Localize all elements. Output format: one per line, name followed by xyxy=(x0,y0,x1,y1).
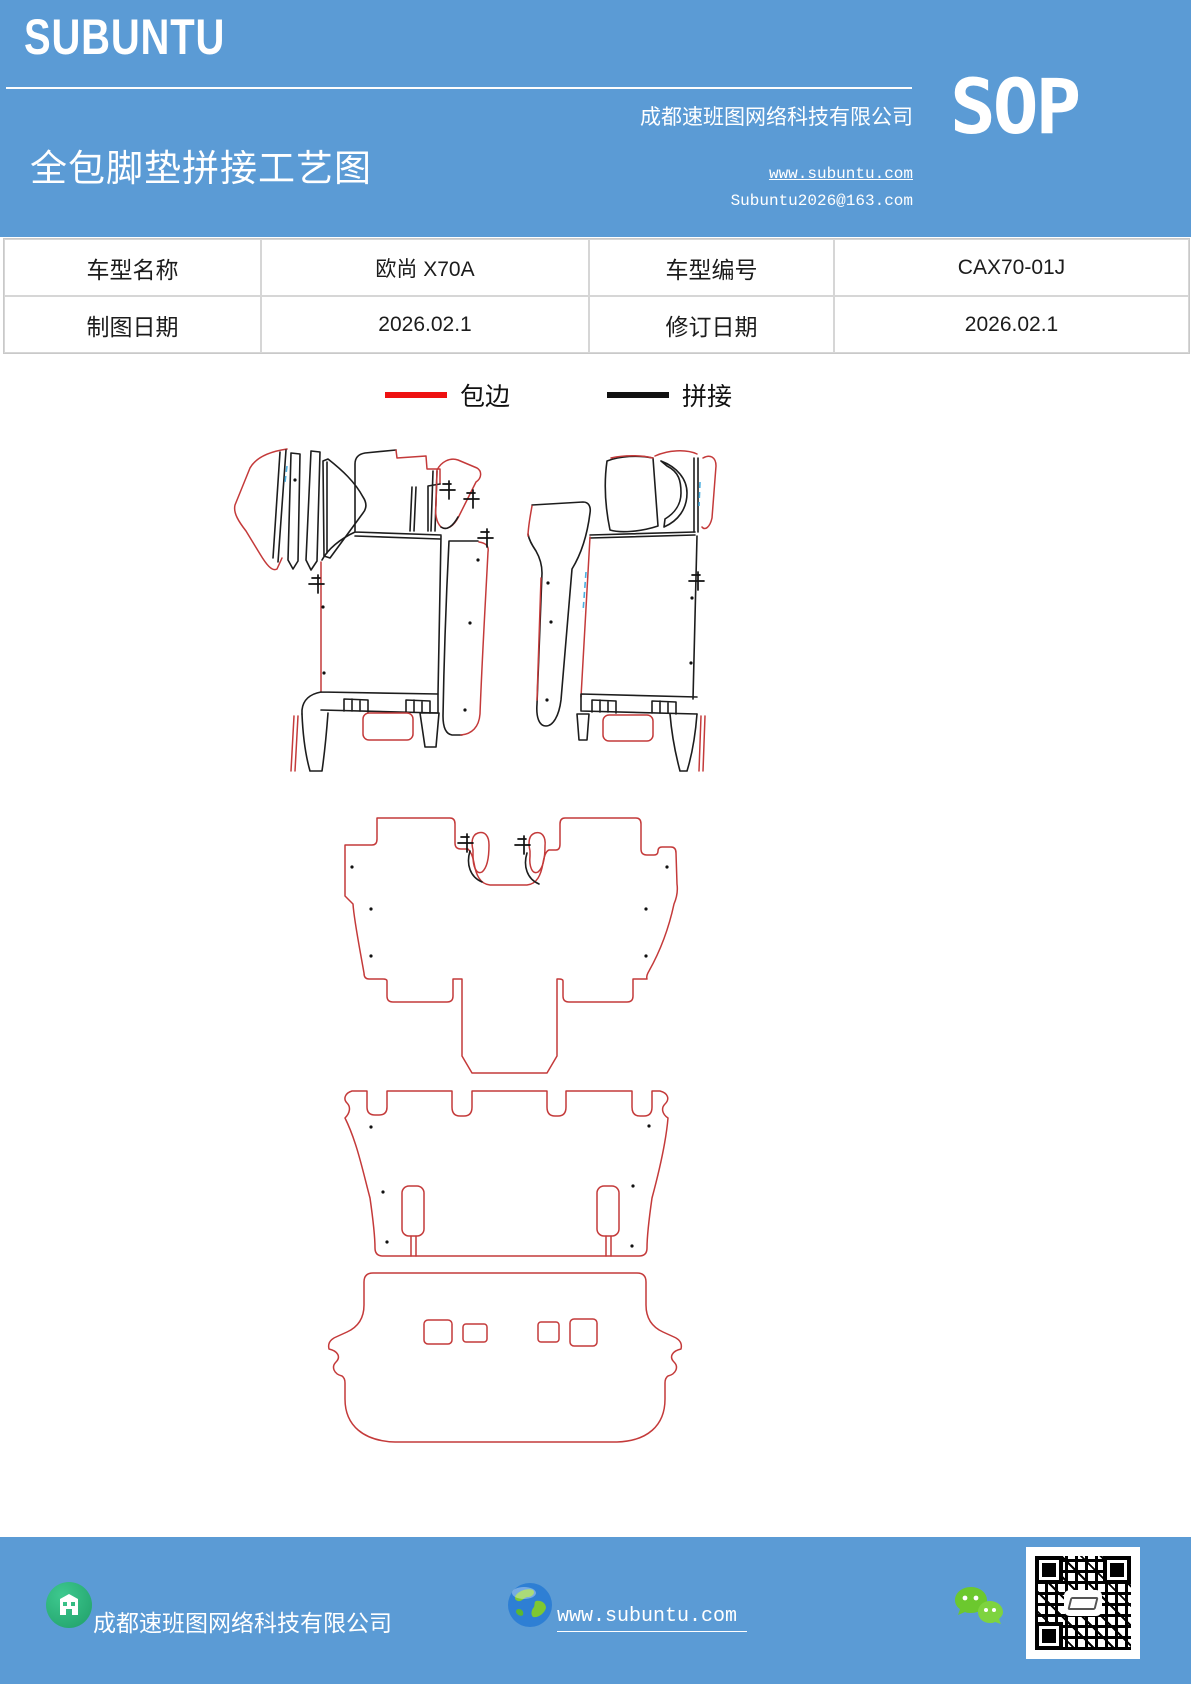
revision-date-label: 修订日期 xyxy=(589,296,834,353)
qr-logo-mark xyxy=(1067,1597,1099,1610)
qr-center-logo xyxy=(1064,1590,1102,1616)
punch-dots xyxy=(293,478,694,1248)
sop-label: SOP xyxy=(950,62,1081,151)
drawing-date-value: 2026.02.1 xyxy=(261,296,589,353)
header-band: SUBUNTU 全包脚垫拼接工艺图 成都速班图网络科技有限公司 www.subu… xyxy=(0,0,1191,237)
header-divider-line xyxy=(6,87,912,89)
header-website-link[interactable]: www.subuntu.com xyxy=(768,165,913,183)
legend-splice: 拼接 xyxy=(607,380,733,411)
second-row-mat xyxy=(344,817,679,1074)
vehicle-info-table: 车型名称 欧尚 X70A 车型编号 CAX70-01J 制图日期 2026.02… xyxy=(3,238,1190,354)
splice-label: 拼接 xyxy=(682,384,733,411)
binding-label: 包边 xyxy=(460,384,511,411)
page-title: 全包脚垫拼接工艺图 xyxy=(30,149,372,190)
qr-finder-bottom-left xyxy=(1035,1622,1063,1650)
seam-tick-marks xyxy=(308,480,705,855)
building-icon xyxy=(46,1582,92,1628)
front-right-mat-pieces xyxy=(284,450,717,772)
brand-logo: SUBUNTU xyxy=(24,9,226,65)
binding-line-swatch-icon xyxy=(385,392,447,398)
vehicle-name-value: 欧尚 X70A xyxy=(261,239,589,296)
legend-binding: 包边 xyxy=(385,380,511,411)
footer-company-name: 成都速班图网络科技有限公司 xyxy=(93,1611,392,1636)
wechat-icon[interactable] xyxy=(953,1585,1005,1629)
trunk-mat xyxy=(327,1272,683,1443)
qr-finder-top-right xyxy=(1103,1556,1131,1584)
qr-finder-top-left xyxy=(1035,1556,1063,1584)
header-company-name: 成都速班图网络科技有限公司 xyxy=(640,105,913,129)
splice-line-swatch-icon xyxy=(607,392,669,398)
vehicle-name-label: 车型名称 xyxy=(4,239,261,296)
globe-icon xyxy=(506,1581,554,1629)
third-row-mat xyxy=(344,1090,669,1257)
revision-date-value: 2026.02.1 xyxy=(834,296,1189,353)
front-left-mat-pieces xyxy=(233,448,489,772)
vehicle-code-value: CAX70-01J xyxy=(834,239,1189,296)
drawing-date-label: 制图日期 xyxy=(4,296,261,353)
footer-website-link[interactable]: www.subuntu.com xyxy=(557,1605,748,1632)
qr-code xyxy=(1026,1547,1140,1659)
header-email: Subuntu2026@163.com xyxy=(730,192,913,210)
vehicle-code-label: 车型编号 xyxy=(589,239,834,296)
